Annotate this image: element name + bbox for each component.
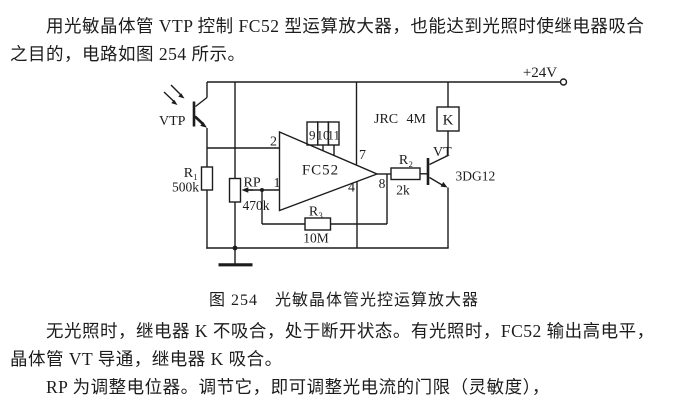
vt-name-label: VT bbox=[433, 145, 452, 160]
relay-coil-box bbox=[436, 106, 460, 132]
vtp-label: VTP bbox=[159, 114, 186, 129]
junction-dot bbox=[260, 188, 264, 192]
paragraph-line: RP 为调整电位器。调节它，即可调整光电流的门限（灵敏度）， bbox=[46, 377, 550, 397]
resistor-body bbox=[200, 166, 214, 191]
r1-value-label: 500k bbox=[172, 180, 199, 195]
rp-name-label: RP bbox=[244, 176, 261, 191]
figure-caption: 图 254 光敏晶体管光控运算放大器 bbox=[208, 292, 479, 309]
supply-terminal-circle bbox=[559, 78, 568, 86]
transistor-vt: VT 3DG12 bbox=[426, 131, 496, 248]
vt-collector-lead bbox=[429, 154, 449, 166]
vt-emitter-arrow bbox=[440, 181, 448, 188]
vtp-emitter-lead bbox=[194, 115, 204, 125]
light-arrow-icon bbox=[170, 84, 182, 96]
pin10-label: 10 bbox=[317, 128, 330, 143]
resistor-r1: R₁ 500k bbox=[172, 148, 214, 249]
relay-model-label: 4M bbox=[407, 112, 427, 127]
paragraph-rp-note: RP 为调整电位器。调节它，即可调整光电流的门限（灵敏度）， bbox=[10, 374, 682, 402]
paragraph-line: 晶体管 VT 导通，继电器 K 吸合。 bbox=[10, 348, 283, 369]
pin8-label: 8 bbox=[379, 176, 386, 191]
opamp-name-label: FC52 bbox=[302, 163, 339, 179]
base-resistor-r2: R₂ 2k bbox=[377, 153, 427, 198]
paragraph-line: 用光敏晶体管 VTP 控制 FC52 型运算放大器，也能达到光照时使继电器吸合 bbox=[46, 16, 645, 36]
r2-value-label: 2k bbox=[396, 183, 410, 198]
r2-name-label: R₂ bbox=[399, 153, 413, 168]
pin1-label: 1 bbox=[274, 176, 281, 191]
potentiometer-rp: RP 470k bbox=[228, 82, 270, 248]
paragraph-line: 之目的，电路如图 254 所示。 bbox=[10, 43, 246, 64]
pin9-label: 9 bbox=[309, 128, 316, 143]
power-rail: +24V bbox=[207, 65, 568, 86]
relay-name-label: K bbox=[443, 113, 454, 129]
vt-model-label: 3DG12 bbox=[456, 169, 496, 184]
feedback-resistor-r3: R₃ 10M bbox=[260, 174, 388, 246]
light-arrow-icon bbox=[163, 91, 175, 103]
vt-emitter-lead bbox=[429, 176, 444, 187]
pin7-label: 7 bbox=[359, 148, 366, 163]
supply-voltage-label: +24V bbox=[523, 65, 557, 81]
opamp-fc52: 2 1 9 10 11 FC52 7 4 8 bbox=[207, 82, 386, 248]
r1-name-label: R₁ bbox=[184, 166, 198, 181]
vtp-collector-lead bbox=[195, 96, 208, 108]
pin11-label: 11 bbox=[327, 128, 340, 143]
r3-value-label: 10M bbox=[303, 231, 329, 246]
potentiometer-body bbox=[228, 177, 242, 203]
resistor-body bbox=[304, 217, 332, 231]
wiper-arrow bbox=[241, 187, 249, 193]
light-arrow-head bbox=[171, 99, 178, 105]
pin2-label: 2 bbox=[270, 135, 277, 150]
paragraph-operation: 无光照时，继电器 K 不吸合，处于断开状态。有光照时，FC52 输出高电平， 晶… bbox=[10, 318, 682, 373]
r3-name-label: R₃ bbox=[309, 205, 323, 220]
ground-symbol bbox=[206, 245, 449, 267]
paragraph-line: 无光照时，继电器 K 不吸合，处于断开状态。有光照时，FC52 输出高电平， bbox=[46, 321, 655, 341]
relay-brand-label: JRC bbox=[374, 112, 398, 127]
light-arrow-head bbox=[178, 93, 185, 99]
opamp-triangle bbox=[278, 130, 379, 212]
vtp-phototransistor: VTP bbox=[159, 82, 208, 148]
resistor-body bbox=[390, 167, 421, 181]
vtp-emitter-arrow bbox=[200, 122, 207, 128]
relay-k: K JRC 4M bbox=[374, 82, 460, 132]
paragraph-intro: 用光敏晶体管 VTP 控制 FC52 型运算放大器，也能达到光照时使继电器吸合 … bbox=[10, 13, 682, 68]
rp-value-label: 470k bbox=[243, 198, 270, 213]
pin4-label: 4 bbox=[348, 181, 355, 196]
